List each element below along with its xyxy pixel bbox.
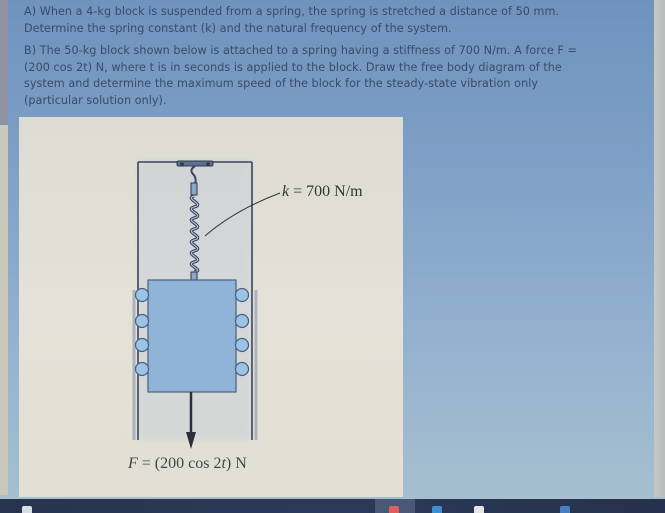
spring-value: = 700 N/m <box>289 183 363 200</box>
part-b-line2: (200 cos 2t) N, where t is in seconds is… <box>24 60 562 74</box>
part-a-line1: A) When a 4-kg block is suspended from a… <box>24 5 560 18</box>
app-icon-3[interactable] <box>474 506 484 513</box>
part-a: A) When a 4-kg block is suspended from a… <box>24 4 644 37</box>
app-icon-active[interactable] <box>375 499 415 513</box>
leader-line <box>204 192 281 237</box>
part-b: B) The 50-kg block shown below is attach… <box>24 43 644 109</box>
app-icon-1[interactable] <box>22 506 32 513</box>
scrollbar[interactable] <box>654 0 665 497</box>
spring-symbol: k <box>282 183 290 200</box>
force-label: F = (200 cos 2t) N <box>128 455 247 473</box>
force-symbol: F <box>128 455 138 472</box>
force-arrow-icon <box>186 392 196 449</box>
part-b-line3: system and determine the maximum speed o… <box>24 77 539 90</box>
app-icon-2[interactable] <box>432 506 442 513</box>
app-icon-4[interactable] <box>560 506 570 513</box>
force-unit: ) N <box>225 455 247 472</box>
left-window-edge <box>0 0 8 125</box>
time-variable: t <box>221 455 226 472</box>
left-window-edge-lower <box>0 125 8 495</box>
block-icon <box>147 279 237 393</box>
part-b-line1: B) The 50-kg block shown below is attach… <box>24 44 577 57</box>
question-text: A) When a 4-kg block is suspended from a… <box>24 4 644 109</box>
part-b-line4: (particular solution only). <box>24 93 167 107</box>
taskbar <box>0 499 665 513</box>
part-a-line2: Determine the spring constant (k) and th… <box>24 21 452 35</box>
force-equation: = (200 cos 2 <box>137 455 222 472</box>
roller-icon <box>134 287 250 377</box>
hook-icon <box>176 160 214 196</box>
spring-constant-label: k = 700 N/m <box>282 183 363 201</box>
